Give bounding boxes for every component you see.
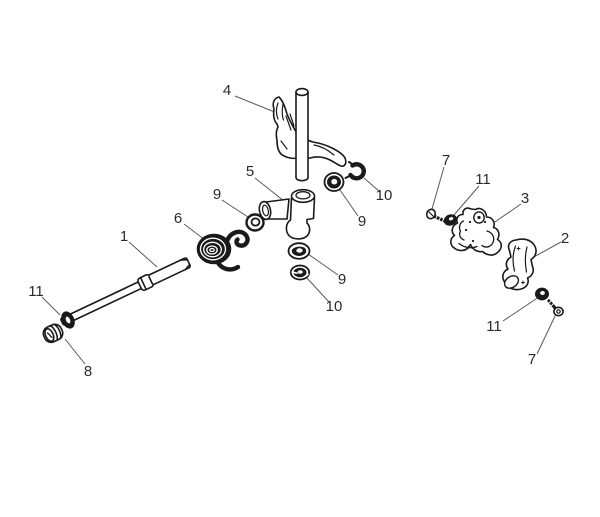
part-4-fork-drawing <box>272 96 347 167</box>
part-number-label-9: 9 <box>358 213 366 230</box>
part-number-label-10: 10 <box>326 298 343 315</box>
part-9-washer-left-drawing <box>245 213 265 232</box>
leader-line-part-10 <box>305 276 330 303</box>
leader-line-part-8 <box>64 338 86 365</box>
part-number-label-1: 1 <box>120 228 128 245</box>
part-11-clip-middle-drawing <box>443 214 458 226</box>
leader-line-part-11 <box>453 185 480 216</box>
leader-line-part-10 <box>363 177 381 193</box>
part-number-label-11: 11 <box>475 171 491 188</box>
leader-line-part-5 <box>254 177 285 202</box>
part-1-shaft-drawing <box>60 257 191 326</box>
part-number-label-2: 2 <box>561 230 569 247</box>
leader-line-part-7 <box>431 166 445 210</box>
part-number-label-9: 9 <box>213 186 221 203</box>
part-11-washer-right-drawing <box>534 287 549 301</box>
part-number-label-6: 6 <box>174 210 182 227</box>
part-5-housing-drawing <box>258 188 316 240</box>
part-11-washer-left-drawing <box>61 311 75 329</box>
leader-line-part-3 <box>491 203 522 225</box>
part-2-link-drawing <box>502 238 537 291</box>
part-7-screw-left-drawing <box>425 208 449 224</box>
part-10-clip-top-drawing <box>344 161 366 181</box>
part-9-washer-top-drawing <box>323 172 345 192</box>
part-number-label-4: 4 <box>223 82 231 99</box>
leader-line-part-2 <box>531 241 562 259</box>
part-10-clip-bottom-drawing <box>289 264 311 281</box>
part-number-label-7: 7 <box>528 351 536 368</box>
leader-line-part-9 <box>339 189 359 217</box>
part-number-label-8: 8 <box>84 363 92 380</box>
part-number-label-9: 9 <box>338 271 346 288</box>
leader-line-part-9 <box>221 199 249 218</box>
leader-line-part-1 <box>128 241 158 268</box>
shift-rod-drawing <box>295 87 309 182</box>
part-number-label-10: 10 <box>376 187 393 204</box>
part-number-label-11: 11 <box>28 283 44 300</box>
leader-line-part-4 <box>234 95 278 114</box>
part-7-screw-right-drawing <box>547 299 564 317</box>
part-6-spring-drawing <box>196 229 250 272</box>
part-8-cap-drawing <box>42 323 64 344</box>
part-number-label-5: 5 <box>246 163 254 180</box>
leader-line-part-11 <box>41 296 61 316</box>
part-number-label-11: 11 <box>486 318 502 335</box>
part-9-washer-bottom-drawing <box>287 242 311 260</box>
leader-line-part-9 <box>307 253 339 276</box>
diagram-artwork <box>42 87 564 344</box>
leader-line-part-11 <box>502 296 540 322</box>
part-number-label-7: 7 <box>442 152 450 169</box>
leader-lines <box>41 95 562 365</box>
part-number-label-3: 3 <box>521 190 529 207</box>
part-3-bracket-drawing <box>450 207 503 256</box>
leader-line-part-7 <box>536 313 557 355</box>
